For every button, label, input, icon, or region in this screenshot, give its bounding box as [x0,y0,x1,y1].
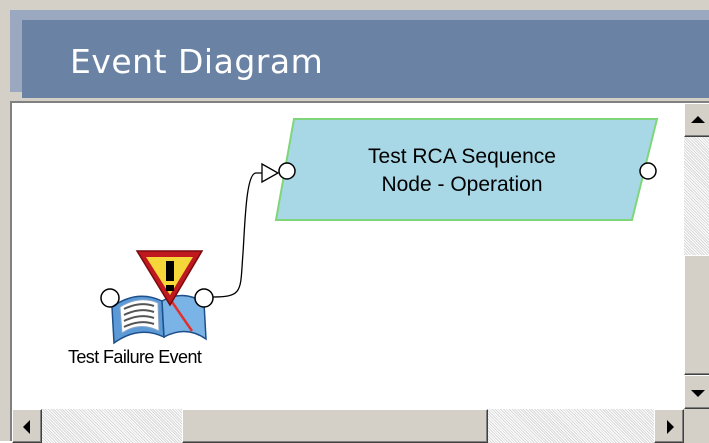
scroll-down-button[interactable] [684,375,709,409]
scroll-up-button[interactable] [684,103,709,137]
vertical-scrollbar[interactable] [684,103,709,409]
scroll-right-button[interactable] [654,409,684,443]
diagram-svg [100,118,659,345]
failure-event-input-port[interactable] [100,288,120,308]
connector-line[interactable] [211,172,262,298]
horizontal-scroll-thumb[interactable] [182,409,488,443]
sequence-node-label: Test RCA Sequence Node - Operation [312,143,612,199]
scroll-left-button[interactable] [12,409,42,443]
sequence-node-shape[interactable] [274,118,659,221]
connector-arrowhead-icon [261,162,280,184]
page-title: Event Diagram [70,42,324,81]
arrow-left-icon [23,420,30,434]
diagram-canvas[interactable]: Test RCA Sequence Node - Operation Test … [12,103,684,409]
failure-event-label: Test Failure Event [68,347,202,367]
diagram-viewport: Test RCA Sequence Node - Operation Test … [10,101,709,443]
arrow-down-icon [691,390,705,397]
arrow-up-icon [691,116,705,123]
header-bar: Event Diagram [10,10,709,98]
warning-book-icon[interactable] [111,250,207,345]
header-panel: Event Diagram [22,20,709,98]
horizontal-scrollbar[interactable] [12,409,684,443]
sequence-node-label-line1: Test RCA Sequence [368,145,556,168]
vertical-scroll-thumb[interactable] [684,255,709,375]
sequence-node-label-line2: Node - Operation [381,173,543,196]
failure-event-output-port[interactable] [194,288,214,308]
arrow-right-icon [667,420,674,434]
scrollbar-corner [684,409,709,443]
sequence-node-input-port[interactable] [278,162,296,180]
sequence-node-output-port[interactable] [639,162,657,180]
